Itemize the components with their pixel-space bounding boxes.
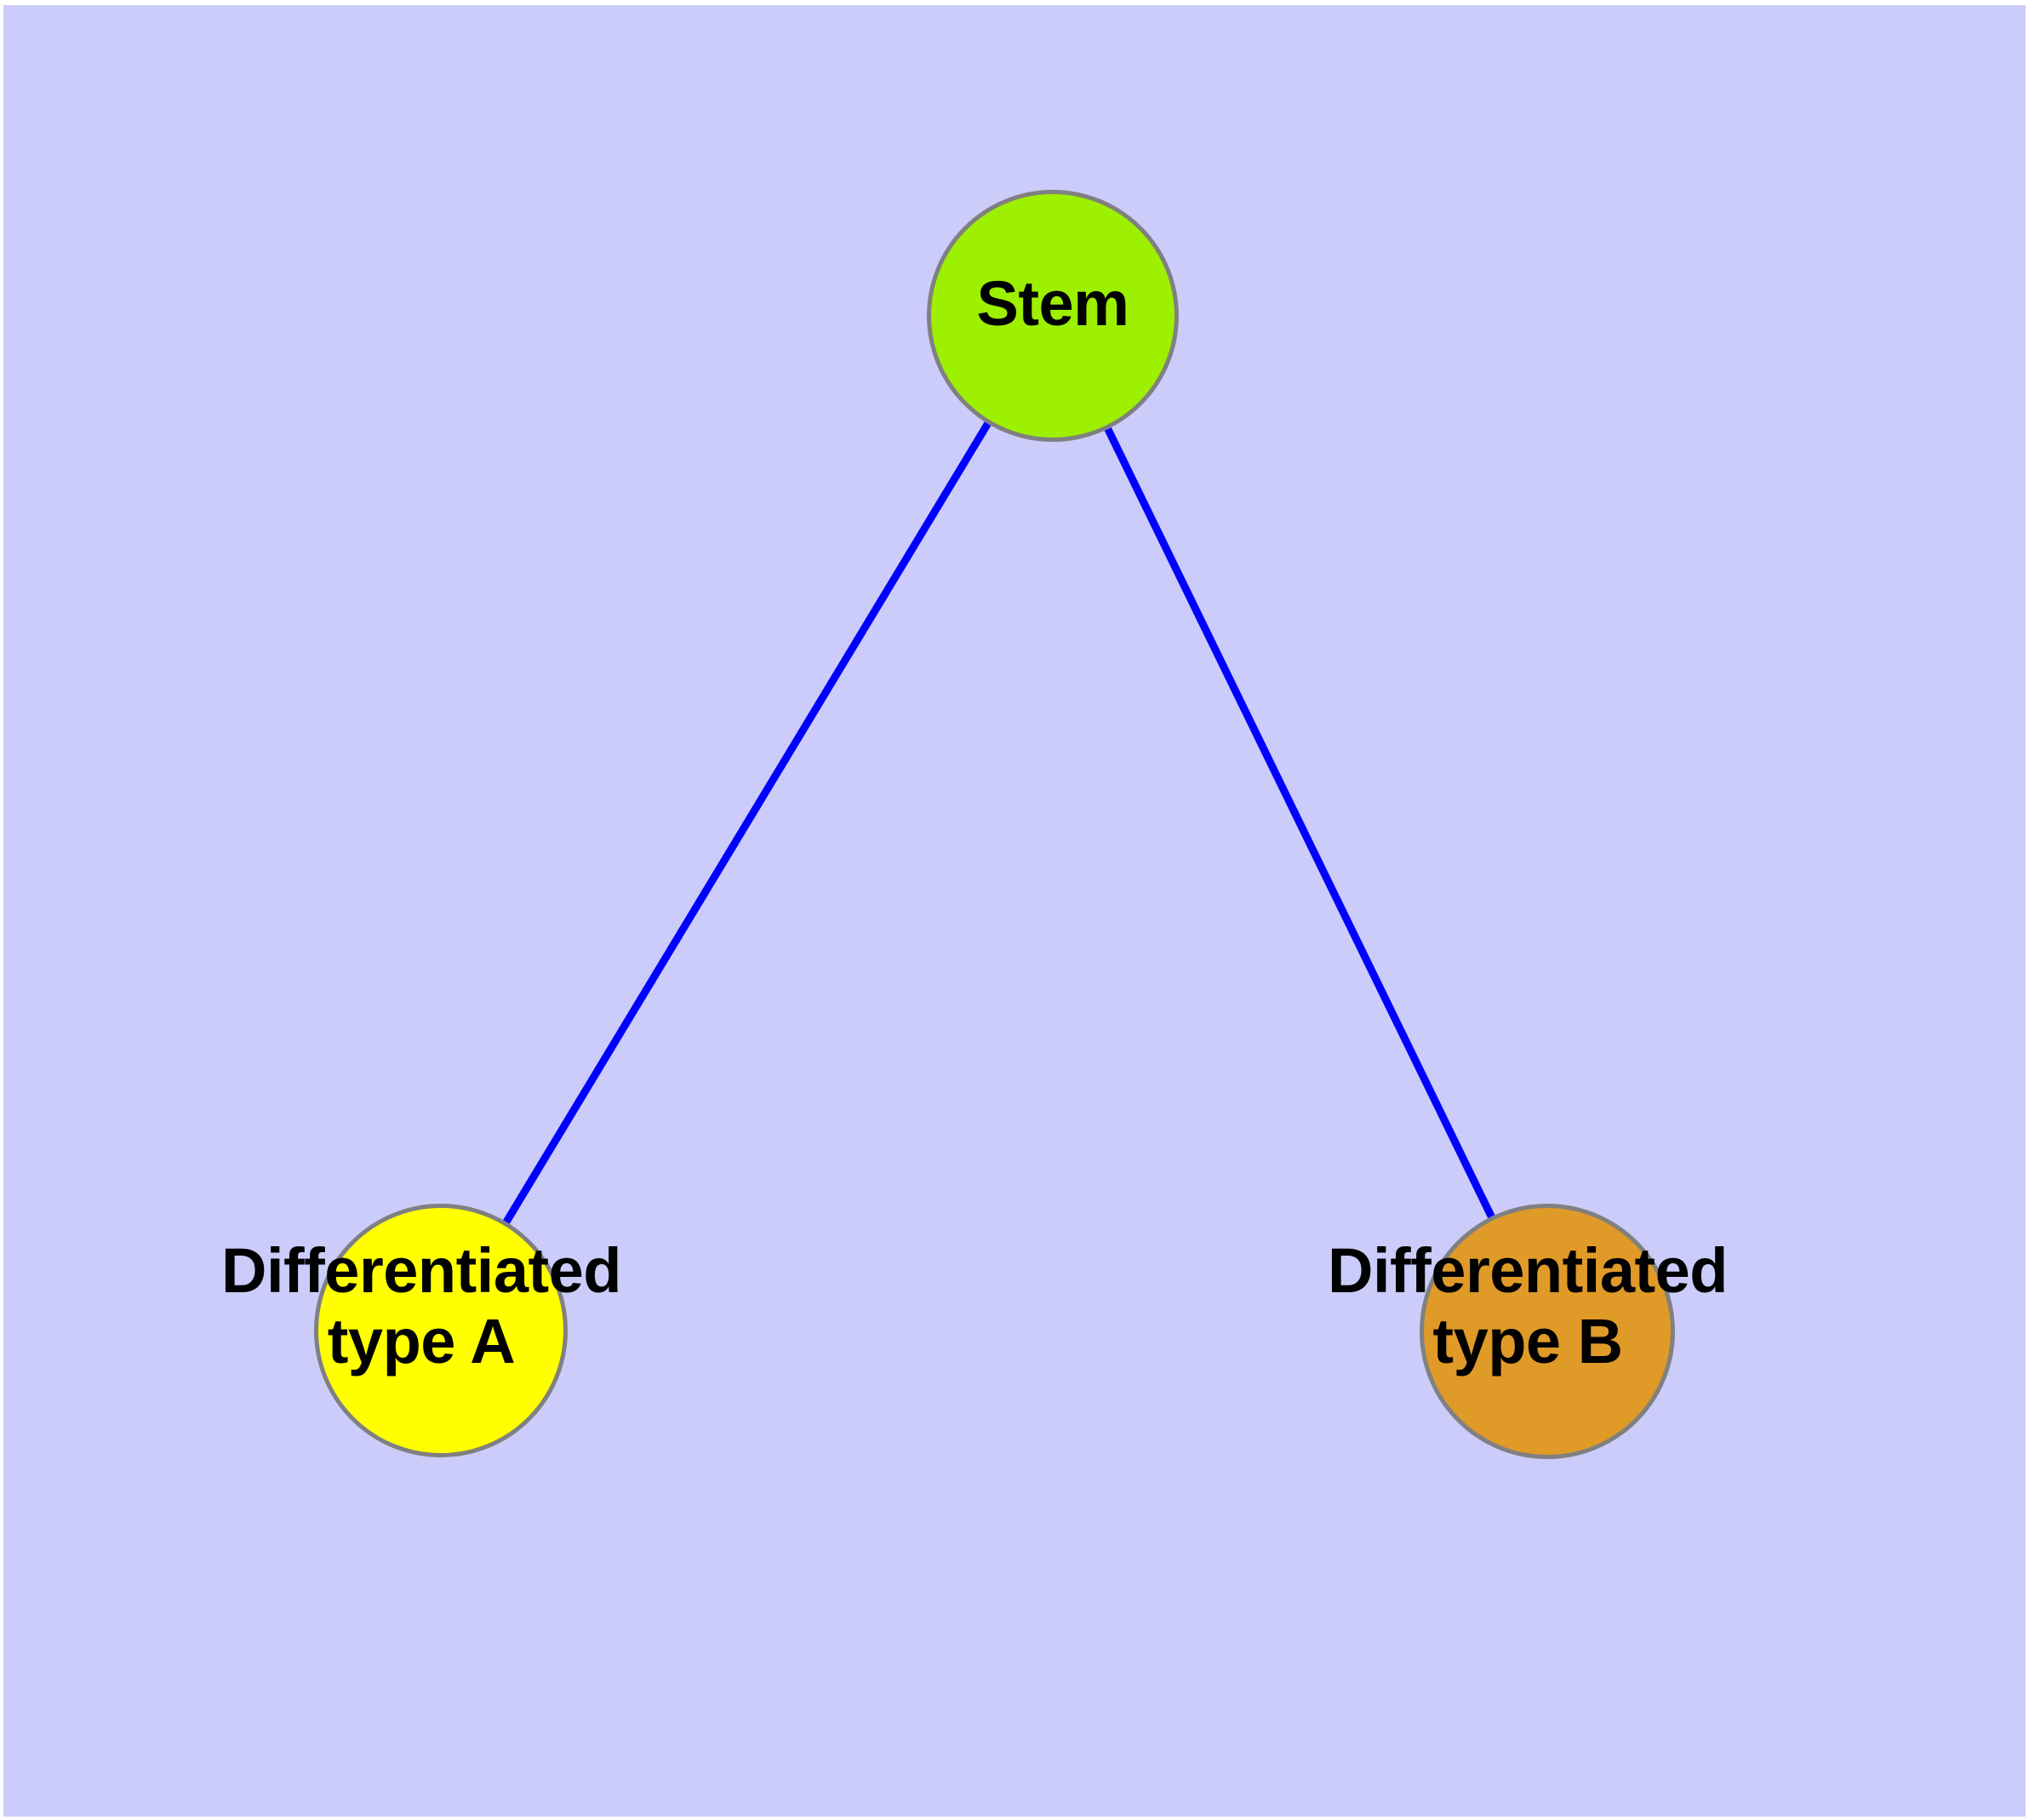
edge-stem-to-type-a[interactable]: [503, 421, 992, 1224]
node-type-b[interactable]: [1420, 1204, 1675, 1459]
node-type-a[interactable]: [314, 1204, 568, 1457]
node-stem[interactable]: [927, 190, 1179, 442]
edge-stem-to-type-b[interactable]: [1104, 427, 1495, 1219]
